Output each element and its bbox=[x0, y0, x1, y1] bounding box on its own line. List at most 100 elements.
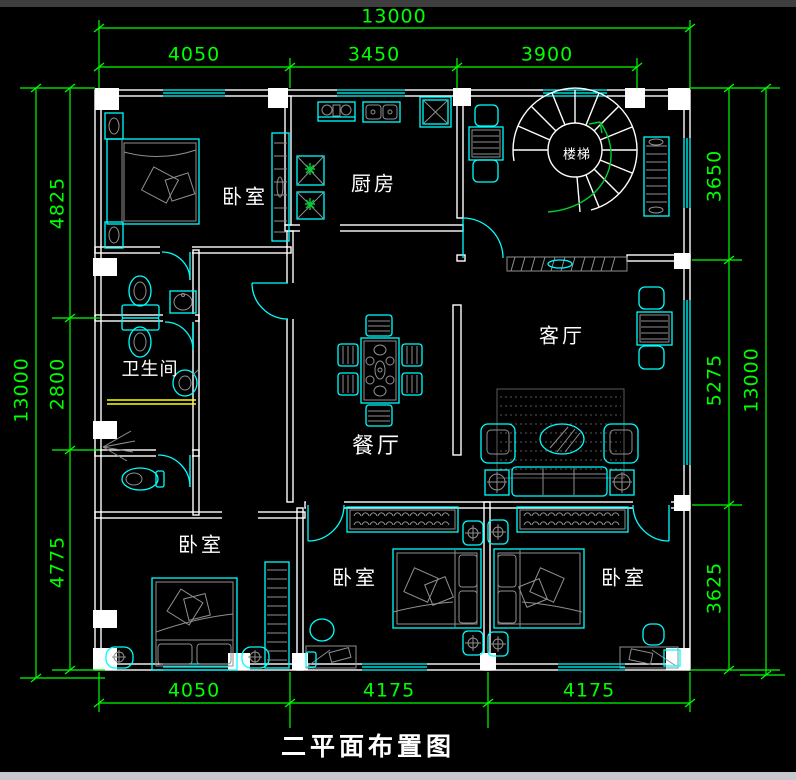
nightstand bbox=[104, 221, 124, 249]
bottom-strip bbox=[0, 772, 796, 780]
dim-top-seg-2: 3450 bbox=[348, 44, 400, 66]
room-label-bathroom: 卫生间 bbox=[122, 359, 179, 380]
stair-direction-arrow bbox=[547, 121, 612, 213]
door-arc bbox=[161, 251, 191, 281]
dining-chair bbox=[401, 372, 423, 396]
door-arc bbox=[164, 321, 194, 351]
top-strip bbox=[0, 0, 796, 7]
bedroom-bottom-right-furniture bbox=[487, 506, 681, 669]
window bbox=[362, 663, 427, 672]
toilet-icon bbox=[121, 275, 160, 319]
sink-icon bbox=[362, 101, 401, 123]
door-arc bbox=[462, 217, 504, 259]
plant-stand bbox=[296, 191, 325, 220]
room-label-living: 客厅 bbox=[539, 324, 585, 348]
desk-chair bbox=[642, 623, 665, 646]
radiator-cabinet bbox=[643, 136, 670, 217]
bedroom-top-left-furniture bbox=[104, 112, 290, 249]
wardrobe bbox=[264, 561, 290, 669]
nightstand bbox=[487, 519, 509, 545]
stove-icon bbox=[317, 101, 356, 122]
bedroom-bottom-middle-furniture bbox=[305, 506, 484, 669]
sofa bbox=[511, 466, 608, 497]
doors bbox=[157, 217, 670, 542]
dining-chair bbox=[365, 314, 393, 337]
room-labels: 卧室 厨房 楼梯 卫生间 餐厅 客厅 卧室 卧室 卧室 bbox=[122, 148, 647, 590]
dim-top-total: 13000 bbox=[361, 6, 426, 28]
window bbox=[558, 663, 625, 672]
dimension-labels: 13000 4050 3450 3900 4050 4175 4175 1300… bbox=[11, 6, 763, 702]
dim-top-seg-1: 4050 bbox=[168, 44, 220, 66]
double-bed bbox=[392, 548, 482, 629]
wardrobe bbox=[346, 506, 459, 533]
dim-top-seg-3: 3900 bbox=[521, 44, 573, 66]
room-label-bedroom-bottom-left: 卧室 bbox=[178, 533, 224, 557]
window bbox=[337, 89, 405, 98]
room-label-dining: 餐厅 bbox=[352, 434, 402, 459]
dim-bottom-seg-1: 4050 bbox=[168, 680, 220, 702]
room-label-kitchen: 厨房 bbox=[351, 172, 397, 196]
toilet-icon bbox=[121, 317, 160, 358]
wardrobe bbox=[271, 132, 290, 242]
living-room-furniture bbox=[480, 286, 673, 497]
door-arc bbox=[307, 504, 345, 542]
corner-counter bbox=[419, 96, 452, 128]
desk bbox=[619, 623, 681, 669]
door-arc bbox=[251, 282, 289, 320]
nightstand bbox=[487, 631, 509, 657]
dining-chair bbox=[365, 404, 393, 427]
dining-table bbox=[360, 337, 400, 404]
door-arc bbox=[632, 504, 670, 542]
coffee-table bbox=[539, 423, 585, 455]
wardrobe bbox=[516, 506, 629, 533]
armchair bbox=[603, 423, 639, 464]
nightstand bbox=[462, 630, 484, 656]
dim-right-seg-2: 5275 bbox=[704, 354, 726, 406]
desk-chair bbox=[309, 618, 335, 642]
rug bbox=[496, 388, 625, 479]
dim-left-seg-3: 4775 bbox=[47, 536, 69, 588]
dim-left-total: 13000 bbox=[11, 357, 33, 422]
desk bbox=[305, 618, 357, 669]
toilet-icon bbox=[121, 467, 165, 491]
window bbox=[683, 138, 692, 208]
speaker-icon bbox=[484, 469, 510, 496]
hall-table-set bbox=[468, 104, 504, 183]
stair-railing bbox=[506, 256, 628, 272]
dining-furniture bbox=[337, 314, 423, 427]
washbasin-icon bbox=[169, 290, 197, 314]
double-bed bbox=[106, 138, 200, 225]
drawing-title: 二平面布置图 bbox=[281, 732, 455, 761]
spiral-staircase bbox=[512, 87, 638, 213]
window bbox=[163, 89, 225, 98]
dining-chair bbox=[401, 343, 423, 367]
dim-right-seg-1: 3650 bbox=[704, 150, 726, 202]
dim-right-seg-3: 3625 bbox=[704, 562, 726, 614]
dim-bottom-seg-3: 4175 bbox=[563, 680, 615, 702]
window bbox=[683, 300, 692, 465]
speaker-icon bbox=[609, 469, 635, 496]
plant-stand bbox=[296, 155, 325, 186]
dim-left-seg-2: 2800 bbox=[47, 358, 69, 410]
stair-hall-furniture bbox=[468, 87, 670, 217]
dim-bottom-seg-2: 4175 bbox=[363, 680, 415, 702]
nightstand bbox=[462, 520, 484, 546]
nightstand bbox=[104, 112, 124, 140]
door-arc bbox=[157, 454, 191, 488]
dimension-lines bbox=[20, 20, 785, 728]
bathroom-fixtures bbox=[102, 275, 199, 491]
dining-partition bbox=[452, 304, 462, 456]
armchair bbox=[480, 423, 516, 464]
nightstand bbox=[241, 646, 270, 669]
dim-left-seg-1: 4825 bbox=[47, 177, 69, 229]
side-table-set bbox=[636, 286, 673, 370]
nightstand bbox=[105, 646, 134, 669]
double-bed bbox=[151, 577, 238, 671]
dining-chair bbox=[337, 372, 359, 396]
bedroom-bottom-left-furniture bbox=[105, 561, 290, 671]
sketch-marks bbox=[102, 430, 136, 462]
room-label-stairs: 楼梯 bbox=[563, 148, 591, 163]
room-label-bedroom-bottom-right: 卧室 bbox=[601, 566, 647, 590]
